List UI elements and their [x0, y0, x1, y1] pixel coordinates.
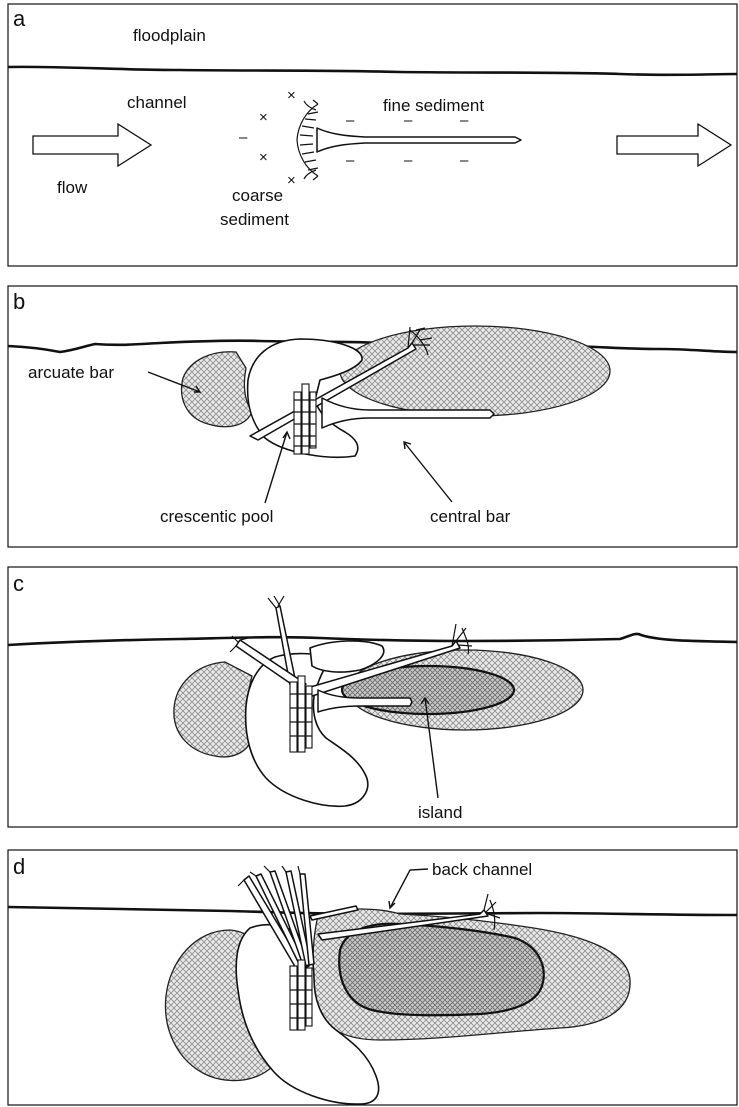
panel-b: b arcuate bar crescentic pool central ba…: [8, 286, 737, 547]
arcuate-bar-label: arcuate bar: [28, 363, 114, 382]
panel-c-letter: c: [13, 571, 24, 596]
fine-sediment-mark: –: [239, 129, 248, 146]
flow-label: flow: [57, 178, 88, 197]
back-channel-label: back channel: [432, 860, 532, 879]
log-jam-cluster: [290, 960, 312, 1030]
fine-sediment-mark: –: [404, 112, 413, 129]
coarse-sediment-mark: ×: [259, 149, 268, 166]
fine-sediment-label: fine sediment: [383, 96, 484, 115]
fine-sediment-mark: –: [460, 152, 469, 169]
coarse-sediment-mark: ×: [287, 87, 296, 104]
panel-b-letter: b: [13, 289, 25, 314]
coarse-sediment-mark: ×: [259, 109, 268, 126]
crescentic-pool-label: crescentic pool: [160, 507, 273, 526]
fine-sediment-mark: –: [346, 152, 355, 169]
coarse-sediment-label-line1: coarse: [232, 186, 283, 205]
central-bar-label: central bar: [430, 507, 511, 526]
island-label: island: [418, 803, 462, 822]
panel-d-letter: d: [13, 854, 25, 879]
panel-d: d back channel: [8, 850, 737, 1105]
panel-a: a floodplain channel fine sediment flow …: [8, 4, 737, 266]
coarse-sediment-mark: ×: [287, 172, 296, 189]
log-jam-cluster: [294, 384, 316, 454]
channel-label: channel: [127, 93, 187, 112]
log-jam-cluster: [290, 676, 312, 752]
coarse-sediment-label-line2: sediment: [220, 210, 289, 229]
fine-sediment-mark: –: [460, 112, 469, 129]
floodplain-label: floodplain: [133, 26, 206, 45]
panel-a-letter: a: [13, 6, 26, 31]
island-shape: [339, 924, 543, 1015]
panel-c: c island: [8, 567, 737, 827]
fine-sediment-mark: –: [404, 152, 413, 169]
central-bar-shape: [340, 326, 610, 416]
fine-sediment-mark: –: [346, 112, 355, 129]
